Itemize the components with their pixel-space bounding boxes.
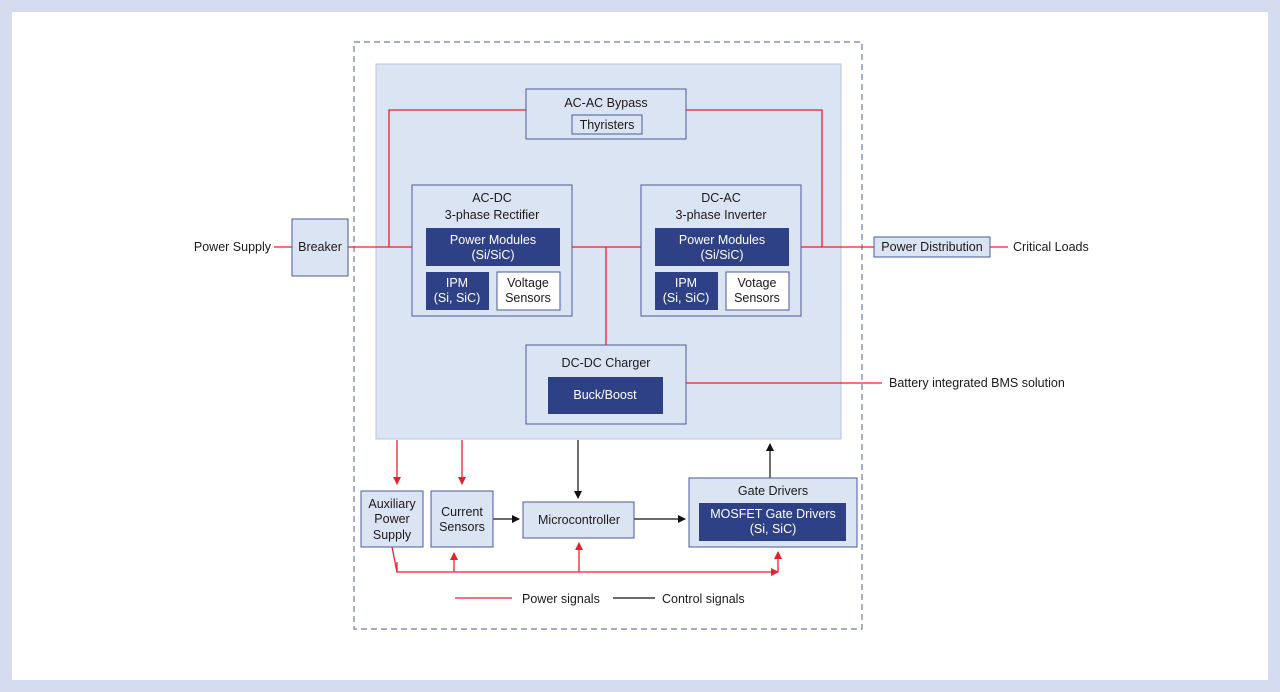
rectifier-vs-line-1: Voltage [507, 276, 549, 290]
inverter-ipm [655, 272, 718, 310]
rectifier-title-1: AC-DC [472, 191, 512, 205]
inverter-title-2: 3-phase Inverter [675, 208, 766, 222]
inverter-ipm-line-1: IPM [675, 276, 697, 290]
rectifier-ipm-line-2: (Si, SiC) [434, 291, 481, 305]
rectifier-pm-line-1: Power Modules [450, 233, 536, 247]
mosfet-line-2: (Si, SiC) [750, 522, 797, 536]
control-wiring [493, 440, 774, 523]
breaker-label: Breaker [298, 240, 342, 254]
microcontroller-label: Microcontroller [538, 513, 620, 527]
rectifier-voltage-sensors [496, 271, 561, 311]
bypass-title: AC-AC Bypass [564, 96, 647, 110]
microcontroller-block [522, 501, 635, 539]
critical-loads-label: Critical Loads [1013, 240, 1089, 254]
current-sensors-block [430, 490, 494, 548]
inverter-pm-line-2: (Si/SiC) [700, 248, 743, 262]
inverter-ipm-line-2: (Si, SiC) [663, 291, 710, 305]
aux-line-3: Supply [373, 528, 412, 542]
legend-control-label: Control signals [662, 592, 745, 606]
current-line-2: Sensors [439, 520, 485, 534]
power-wiring [274, 109, 1008, 573]
charger-title: DC-DC Charger [562, 356, 651, 370]
power-supply-label: Power Supply [194, 240, 272, 254]
rectifier-pm-line-2: (Si/SiC) [471, 248, 514, 262]
inverter-title-1: DC-AC [701, 191, 741, 205]
mosfet-gate-drivers-block [699, 503, 846, 541]
power-distribution-label: Power Distribution [881, 240, 982, 254]
rectifier-ipm-line-1: IPM [446, 276, 468, 290]
current-line-1: Current [441, 505, 483, 519]
rectifier-vs-line-2: Sensors [505, 291, 551, 305]
system-boundary [353, 41, 863, 630]
buck-boost-block [548, 377, 663, 414]
rectifier-power-modules [426, 228, 560, 266]
aux-power-supply-block [360, 490, 424, 548]
bypass-block [525, 88, 687, 140]
rectifier-ipm [426, 272, 489, 310]
thyristers-label: Thyristers [580, 118, 635, 132]
breaker-block [291, 218, 349, 277]
inverter-voltage-sensors [725, 271, 790, 311]
aux-line-1: Auxiliary [368, 497, 416, 511]
gate-drivers-title: Gate Drivers [738, 484, 808, 498]
inverter-vs-line-2: Sensors [734, 291, 780, 305]
inverter-vs-line-1: Votage [738, 276, 777, 290]
inverter-pm-line-1: Power Modules [679, 233, 765, 247]
mosfet-line-1: MOSFET Gate Drivers [710, 507, 835, 521]
battery-label: Battery integrated BMS solution [889, 376, 1065, 390]
rectifier-title-2: 3-phase Rectifier [445, 208, 540, 222]
thyristers-block [571, 114, 643, 135]
buck-boost-label: Buck/Boost [573, 388, 637, 402]
inverter-power-modules [655, 228, 789, 266]
aux-line-2: Power [374, 512, 409, 526]
power-distribution-block [873, 236, 991, 258]
legend-power-label: Power signals [522, 592, 600, 606]
